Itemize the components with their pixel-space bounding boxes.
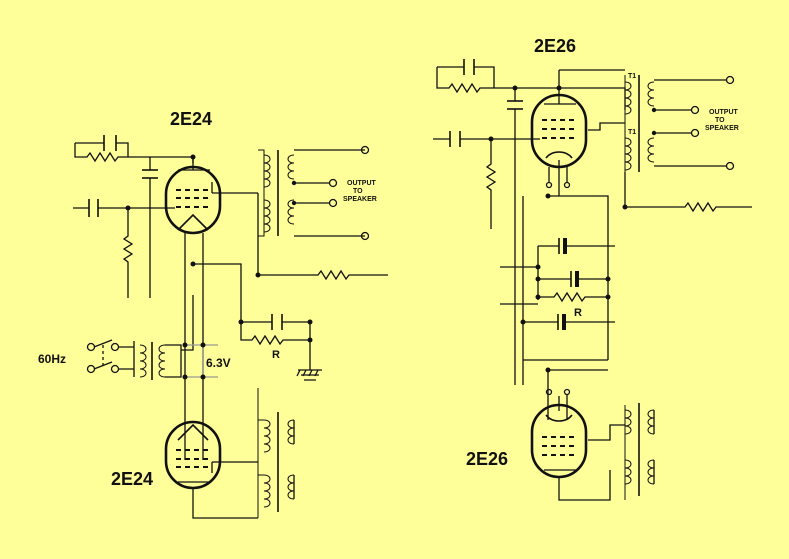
left-circuit: OUTPUT TO SPEAKER [38,109,388,519]
right-bottom-tube-label: 2E26 [466,449,508,469]
right-top-tube [522,88,625,385]
transformer-label-t1-a: T1 [628,73,636,80]
left-bottom-tube-label: 2E24 [111,469,153,489]
right-output-label-2: TO [715,117,725,124]
left-resistor-label: R [272,349,280,361]
mains-frequency-label: 60Hz [38,352,66,366]
left-top-tube-label: 2E24 [170,109,212,129]
right-output-label-1: OUTPUT [709,109,739,116]
right-output-transformer [622,75,752,213]
transformer-label-t1-b: T1 [628,129,636,136]
left-top-tube [164,157,258,460]
left-output-label-1: OUTPUT [347,180,377,187]
right-output-transformer-bottom [624,403,655,500]
left-input-network [73,199,175,298]
right-circuit: T1 T1 OUTPUT TO SPEAKER R [433,36,752,501]
right-resistor-label: R [574,307,582,319]
left-heater-network [181,261,322,381]
right-input-network [433,131,540,229]
right-middle-network [500,238,615,361]
right-feedback-rc [436,59,626,385]
left-bottom-tube [164,420,258,519]
left-output-transformer-top [255,145,388,281]
heater-voltage-label: 6.3V [206,356,231,370]
left-output-transformer-bottom [257,388,295,518]
left-mains-input [86,339,218,380]
left-feedback-rc [74,135,196,163]
left-output-label-3: SPEAKER [343,196,377,203]
right-output-label-3: SPEAKER [705,125,739,132]
right-top-tube-label: 2E26 [534,36,576,56]
left-output-label-2: TO [353,188,363,195]
right-bottom-tube [530,367,625,501]
left-bypass-capacitor [142,157,158,298]
